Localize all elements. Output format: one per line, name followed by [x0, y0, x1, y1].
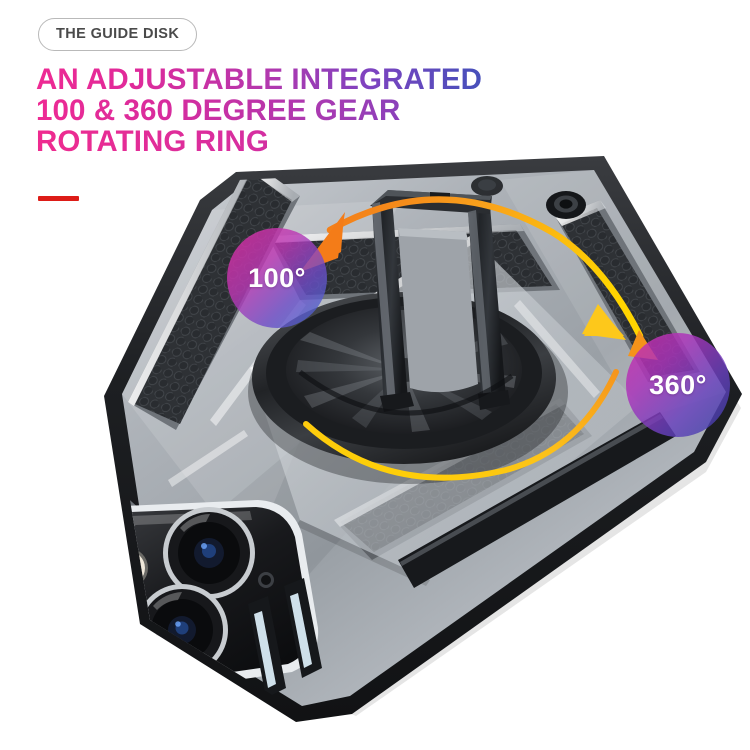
headline-line-3: ROTATING RING: [36, 126, 576, 157]
side-button-cutouts: [248, 578, 322, 698]
rotation-arrow-bottom: [303, 304, 626, 481]
headline-line-1: AN ADJUSTABLE INTEGRATED: [36, 64, 576, 95]
corner-screw-topleft: [471, 176, 503, 196]
camera-lens-top: [163, 507, 255, 599]
angle-badge-360-label: 360°: [649, 369, 707, 400]
side-rail-bottom: [398, 412, 676, 588]
corner-screw-topright: [546, 191, 586, 219]
guide-disk-badge: THE GUIDE DISK: [38, 18, 198, 51]
angle-badge-360: 360°: [626, 333, 730, 437]
corner-screw-left: [14, 444, 58, 478]
ring-kickstand: [248, 190, 568, 484]
angle-badge-100: 100°: [227, 228, 327, 328]
page-title: AN ADJUSTABLE INTEGRATED 100 & 360 DEGRE…: [36, 64, 576, 157]
accent-rule: [38, 196, 79, 201]
disk-hinge-arc: [298, 370, 514, 416]
camera-microphone: [258, 572, 274, 588]
angle-badge-100-label: 100°: [248, 262, 306, 293]
headline-line-2: 100 & 360 DEGREE GEAR: [36, 95, 576, 126]
ring-frame: [370, 190, 510, 412]
